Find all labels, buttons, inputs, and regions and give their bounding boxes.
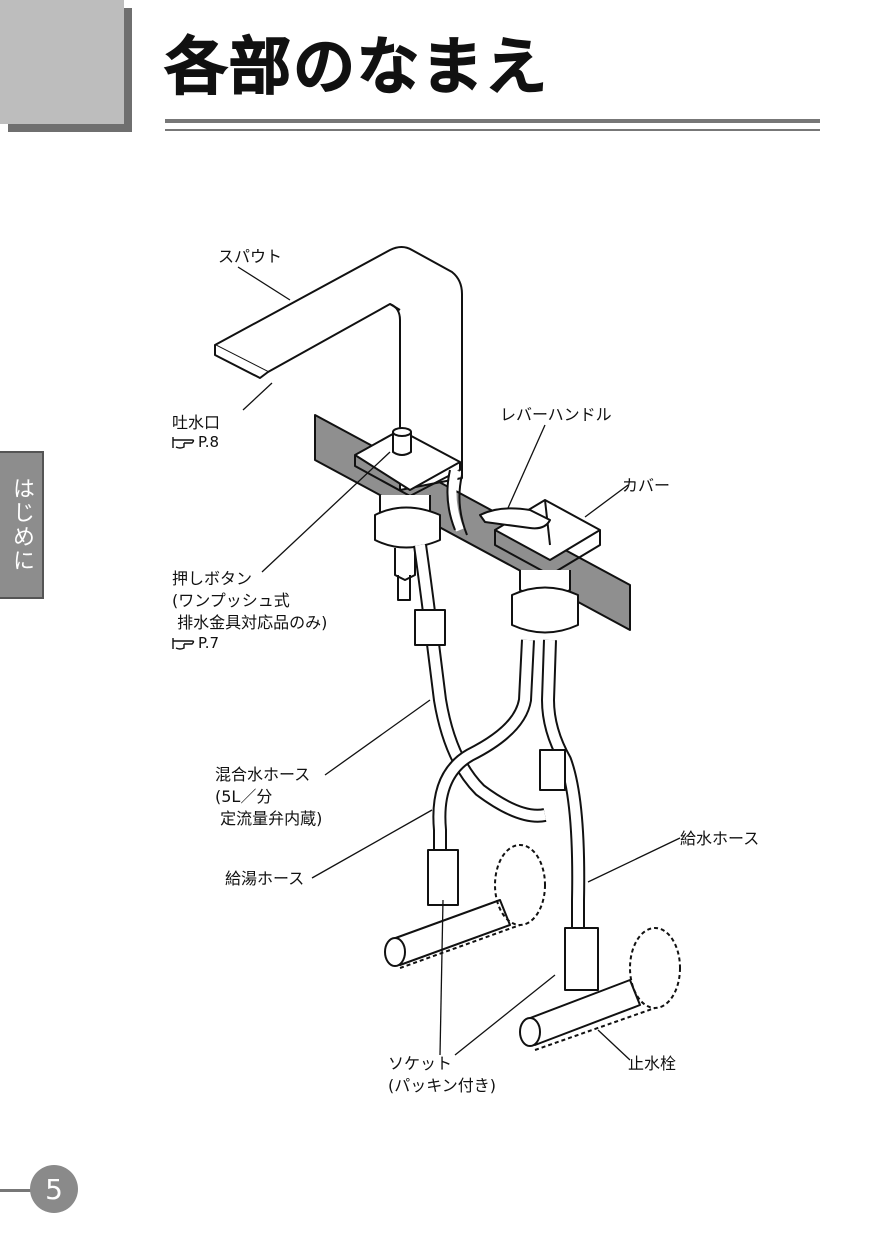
label-push-button-note1: (ワンプッシュ式 — [172, 591, 290, 610]
label-mixed-hose-note1: (5L／分 — [215, 787, 273, 806]
label-lever-handle: レバーハンドル — [500, 405, 612, 424]
label-cold-hose: 給水ホース — [680, 829, 760, 848]
outlet-ref-page: P.8 — [198, 433, 220, 451]
label-cover: カバー — [622, 476, 671, 495]
label-spout: スパウト — [218, 247, 283, 266]
label-socket: ソケット — [388, 1054, 453, 1073]
label-mixed-hose-note2: 定流量弁内蔵) — [215, 809, 323, 828]
title-rule — [165, 119, 820, 123]
page-title: 各部のなまえ — [164, 30, 550, 103]
page-number: 5 — [30, 1165, 78, 1213]
label-push-button: 押しボタン — [172, 569, 253, 588]
label-socket-note: (パッキン付き) — [388, 1076, 497, 1095]
outlet-page-ref: P.8 — [172, 433, 219, 451]
label-mixed-hose: 混合水ホース — [215, 765, 311, 784]
page-number-line — [0, 1189, 40, 1192]
label-push-button-note2: 排水金具対応品のみ) — [172, 613, 328, 632]
corner-block — [0, 0, 124, 124]
label-stop-valve: 止水栓 — [628, 1054, 677, 1073]
title-rule-thin — [165, 129, 820, 131]
section-tab[interactable]: はじめに — [0, 451, 44, 599]
push-button-ref-page: P.7 — [198, 634, 220, 652]
pointing-hand-icon — [172, 435, 196, 449]
pointing-hand-icon — [172, 636, 196, 650]
label-outlet: 吐水口 — [172, 413, 221, 432]
label-hot-hose: 給湯ホース — [225, 869, 305, 888]
push-button-page-ref: P.7 — [172, 634, 219, 652]
